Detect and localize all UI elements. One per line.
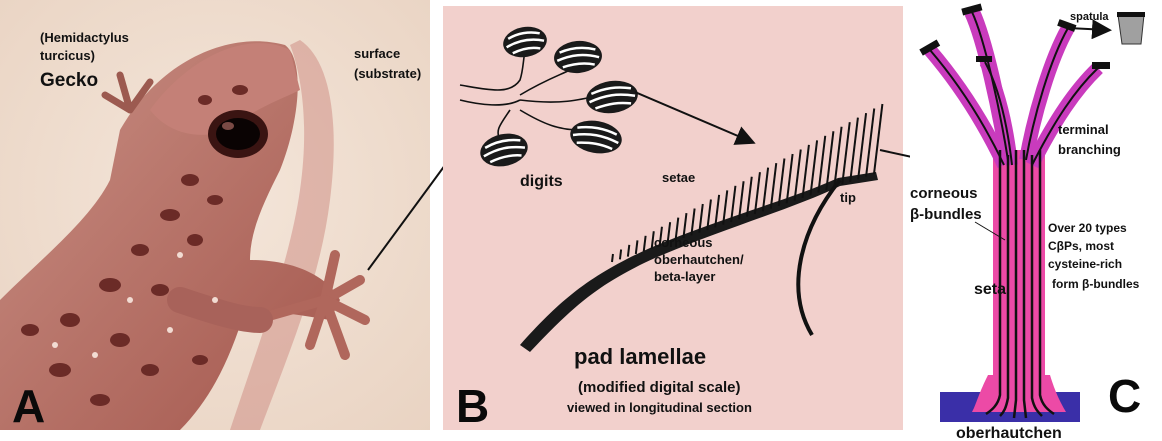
terminal-label-line2: branching — [1058, 142, 1121, 157]
pad-lamellae-subtitle-2: viewed in longitudinal section — [567, 400, 752, 415]
gecko-label: Gecko — [40, 70, 98, 91]
oberhautchen-label: oberhautchen — [956, 425, 1062, 441]
bundles-label-line2: β-bundles — [910, 206, 982, 223]
spatula-detail — [1118, 15, 1144, 44]
seta-bristle — [628, 245, 629, 257]
surface-label-line1: surface — [354, 46, 400, 61]
types-label-line4: form β-bundles — [1052, 277, 1140, 291]
terminal-label-line1: terminal — [1058, 122, 1109, 137]
pad-lamellae-title: pad lamellae — [574, 344, 706, 369]
setae-label: setae — [662, 170, 695, 185]
bundles-label-line1: corneous — [910, 185, 978, 202]
panel-b: digits setae tip corneous oberhautchen/ … — [443, 6, 935, 432]
gecko-pupil — [216, 118, 260, 150]
seta-label: seta — [974, 281, 1006, 298]
panel-c: spatula terminal branching corneous β-bu… — [910, 0, 1162, 441]
corneous-label-line2: oberhautchen/ — [654, 252, 744, 267]
panel-c-letter: C — [1108, 370, 1141, 422]
pad-lamellae-subtitle: (modified digital scale) — [578, 379, 741, 396]
surface-label-line2: (substrate) — [354, 66, 421, 81]
types-label-line2: CβPs, most — [1048, 239, 1114, 253]
seta-bristle — [620, 249, 621, 259]
digits-label: digits — [520, 173, 563, 190]
corneous-label-line1: corneous — [654, 235, 713, 250]
corneous-label-line3: beta-layer — [654, 269, 715, 284]
types-label-line1: Over 20 types — [1048, 221, 1127, 235]
panel-a-letter: A — [12, 380, 45, 432]
panel-b-letter: B — [456, 380, 489, 432]
types-label-line3: cysteine-rich — [1048, 257, 1122, 271]
species-label-line2: turcicus) — [40, 48, 95, 63]
spatula-label: spatula — [1070, 11, 1109, 23]
gecko-eye-highlight — [222, 122, 234, 130]
species-label-line1: (Hemidactylus — [40, 30, 129, 45]
tip-label: tip — [840, 190, 856, 205]
seta-bristle — [612, 254, 613, 262]
spatula-cap — [1117, 12, 1145, 17]
panel-a: (Hemidactylus turcicus) Gecko surface (s… — [0, 0, 430, 432]
